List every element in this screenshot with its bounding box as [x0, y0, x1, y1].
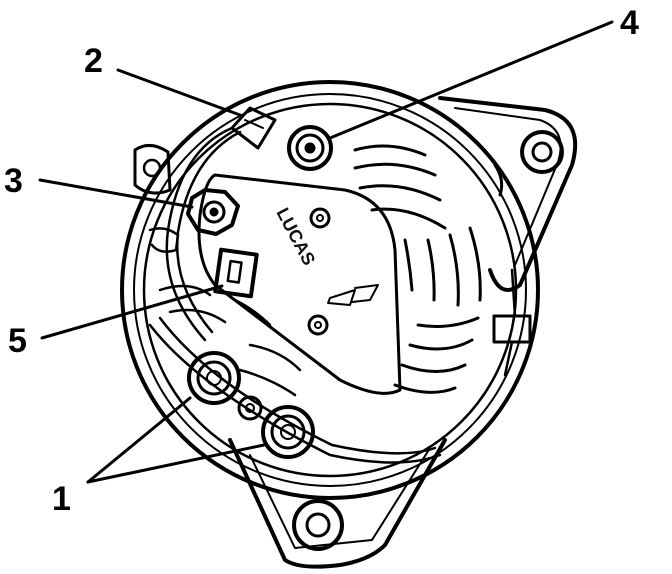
alternator-housing [120, 80, 540, 500]
terminal-5-connector [213, 247, 259, 299]
callout-label-2: 2 [84, 42, 103, 80]
mounting-ear-bottom [228, 438, 447, 569]
leader-line-2 [116, 68, 242, 117]
cooling-slots [353, 144, 482, 394]
callout-label-3: 3 [4, 162, 23, 200]
terminal-1-stud-upper [187, 351, 241, 405]
cooling-slots-left [158, 284, 302, 397]
terminal-1-stud-lower [261, 405, 315, 459]
small-bolt [237, 395, 263, 421]
leader-line-1b [86, 443, 266, 484]
connector-clip-right [492, 268, 532, 377]
wire-harness [148, 126, 442, 464]
regulator-cover [197, 173, 402, 395]
terminal-3-hex-nut [186, 188, 240, 236]
callout-label-4: 4 [620, 4, 639, 42]
leader-line-4 [328, 20, 614, 140]
leader-line-5 [40, 284, 224, 340]
terminal-2-spade [230, 106, 277, 150]
leader-line-1a [86, 396, 192, 484]
leader-lines [38, 20, 614, 484]
callout-label-1: 1 [52, 480, 71, 518]
mounting-ear-top-right [438, 96, 578, 292]
terminal-4-stud [287, 125, 333, 171]
leader-line-3 [38, 178, 194, 209]
callout-label-5: 5 [8, 322, 27, 360]
